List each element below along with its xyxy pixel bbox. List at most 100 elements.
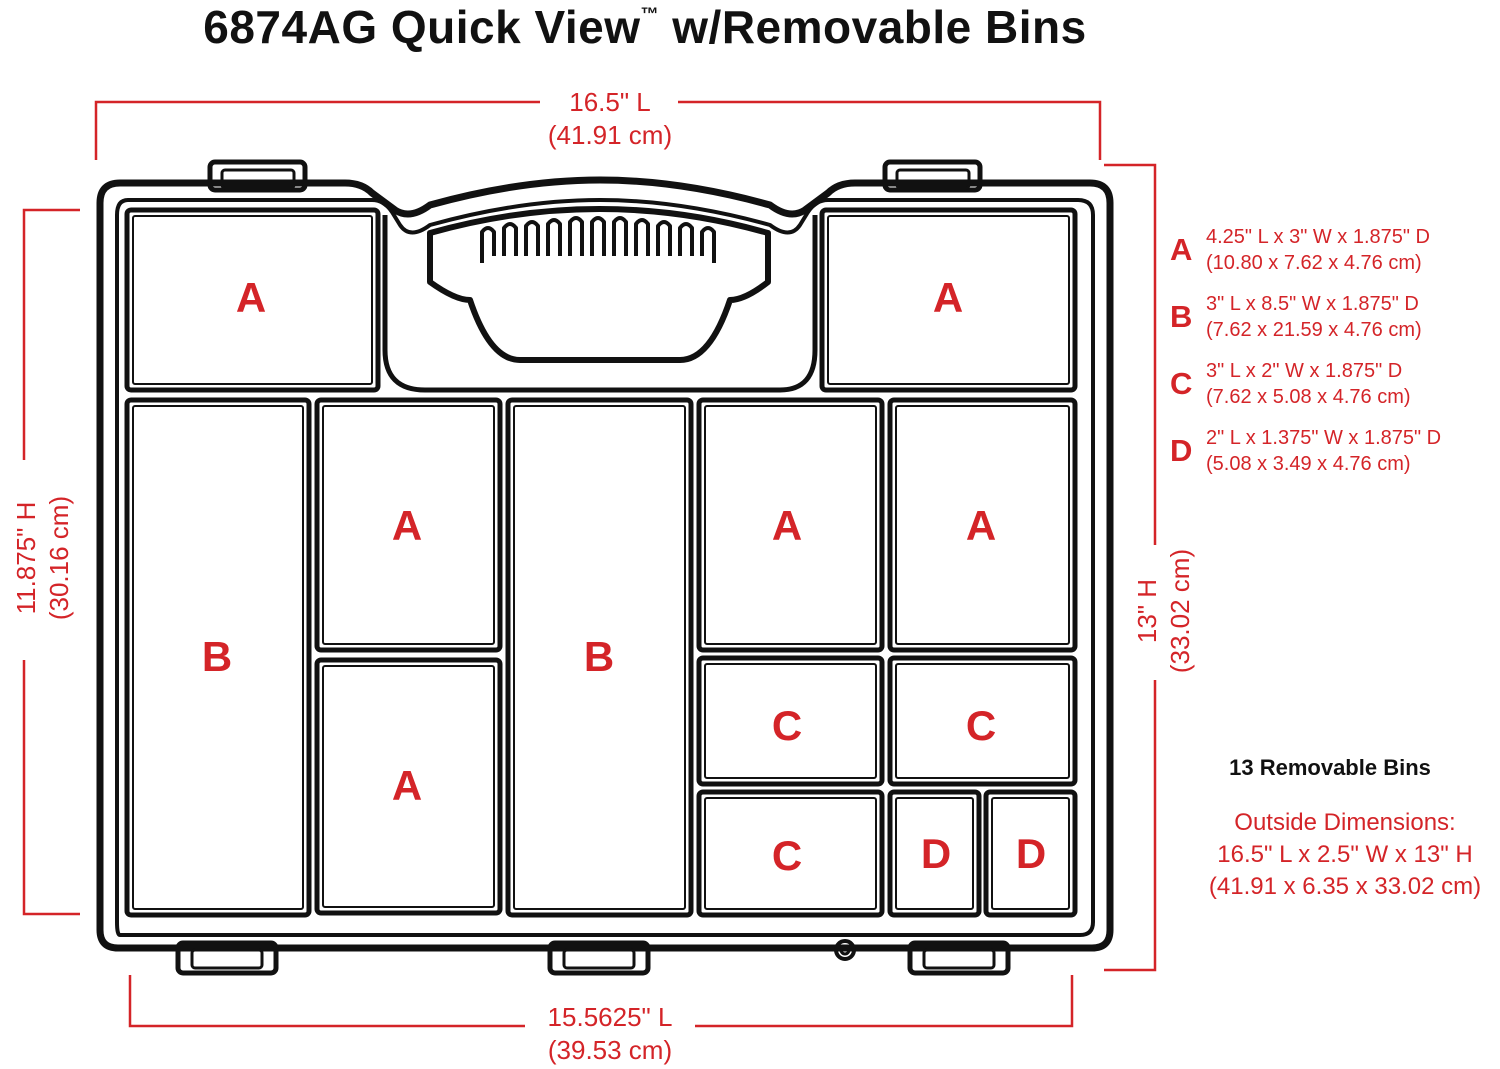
- trademark-symbol: ™: [640, 4, 659, 24]
- bin-label: A: [236, 274, 266, 321]
- title-rest: w/Removable Bins: [658, 1, 1087, 53]
- case-outer-shell: [96, 176, 1114, 952]
- outside-dimensions: Outside Dimensions: 16.5" L x 2.5" W x 1…: [1190, 807, 1500, 903]
- outside-dimensions-cm: (41.91 x 6.35 x 33.02 cm): [1208, 873, 1482, 900]
- right-height-label: 13" H (33.02 cm): [1131, 511, 1197, 711]
- handle-grip: [427, 206, 771, 363]
- bottom-length-label: 15.5625" L (39.53 cm): [510, 1001, 710, 1067]
- legend-line1: 2" L x 1.375" W x 1.875" D: [1206, 427, 1442, 449]
- bin-c-1: [696, 655, 885, 787]
- bin-c-1-inner: [704, 663, 877, 779]
- bin-a-top-left-inner: [132, 215, 373, 385]
- bin-a-top-right: [819, 207, 1078, 393]
- bottom-latch-right: [907, 940, 1011, 976]
- bin-a-right-2-inner: [895, 405, 1070, 645]
- bottom-dim-line-left: [128, 975, 525, 1028]
- bin-label: A: [966, 502, 996, 549]
- right-dim-line-top: [1104, 163, 1157, 545]
- legend-text: 4.25" L x 3" W x 1.875" D (10.80 x 7.62 x…: [1206, 224, 1430, 276]
- bottom-latch-right-inner: [922, 948, 996, 970]
- bin-a-mid-left-lower-inner: [322, 665, 495, 908]
- top-dim-line-left: [94, 100, 540, 160]
- top-length-cm: (41.91 cm): [547, 120, 673, 150]
- case-inner-rim: [115, 198, 1095, 937]
- left-height-in: 11.875" H: [11, 501, 41, 615]
- bins-count: 13 Removable Bins: [1229, 755, 1431, 780]
- left-dim-line-top: [22, 208, 80, 460]
- bin-a-top-right-inner: [827, 215, 1070, 385]
- bin-b-left: [124, 397, 312, 918]
- bin-a-mid-left-lower: [314, 657, 503, 916]
- case: [96, 159, 1114, 976]
- top-latch-right-inner: [895, 168, 971, 190]
- bin-c-2: [887, 655, 1078, 787]
- bin-label: D: [1016, 830, 1046, 877]
- left-height-label: 11.875" H (30.16 cm): [10, 458, 76, 658]
- legend-line2: (10.80 x 7.62 x 4.76 cm): [1206, 252, 1422, 274]
- top-latch-left-inner: [220, 168, 296, 190]
- legend-line2: (5.08 x 3.49 x 4.76 cm): [1206, 453, 1411, 475]
- hinge-hole-inner: [839, 944, 851, 956]
- bin-a-mid-left-upper: [314, 397, 503, 653]
- legend-line2: (7.62 x 5.08 x 4.76 cm): [1206, 386, 1411, 408]
- outside-dimensions-label: Outside Dimensions:: [1234, 809, 1456, 836]
- bin-labels: A A B A A B A A C C C D D: [202, 274, 1046, 879]
- bin-b-center: [505, 397, 694, 918]
- bin-a-right-2: [887, 397, 1078, 653]
- legend-text: 2" L x 1.375" W x 1.875" D (5.08 x 3.49 x…: [1206, 425, 1441, 477]
- bin-d-2-inner: [991, 797, 1070, 910]
- legend-text: 3" L x 2" W x 1.875" D (7.62 x 5.08 x 4.7…: [1206, 358, 1411, 410]
- legend-line1: 3" L x 2" W x 1.875" D: [1206, 360, 1403, 382]
- outside-dimensions-in: 16.5" L x 2.5" W x 13" H: [1217, 841, 1473, 868]
- left-dim-line-bottom: [22, 660, 80, 916]
- right-height-cm: (33.02 cm): [1165, 548, 1195, 674]
- legend-letter: B: [1170, 299, 1193, 334]
- bin-label: A: [392, 762, 422, 809]
- right-height-in: 13" H: [1132, 578, 1162, 644]
- bin-inner-lines: [132, 215, 1070, 910]
- bin-label: D: [921, 830, 951, 877]
- handle-grip-ridges: [480, 216, 716, 263]
- top-length-label: 16.5" L (41.91 cm): [510, 86, 710, 152]
- bottom-latch-center: [547, 940, 651, 976]
- legend-line1: 4.25" L x 3" W x 1.875" D: [1206, 226, 1430, 248]
- top-latch-left: [207, 159, 308, 193]
- bin-label: A: [772, 502, 802, 549]
- legend-letter: A: [1170, 232, 1193, 267]
- bin-label: B: [584, 633, 614, 680]
- bin-a-mid-left-upper-inner: [322, 405, 495, 645]
- bin-label: A: [392, 502, 422, 549]
- bin-b-left-inner: [132, 405, 304, 910]
- bin-label: A: [933, 274, 963, 321]
- bins: [124, 207, 1078, 918]
- hinge-hole: [834, 939, 856, 961]
- bin-c-3: [696, 789, 885, 918]
- legend-text: 3" L x 8.5" W x 1.875" D (7.62 x 21.59 x …: [1206, 291, 1422, 343]
- page-title: 6874AG Quick View™ w/Removable Bins: [0, 0, 1290, 54]
- bin-d-1: [887, 789, 982, 918]
- bin-d-1-inner: [895, 797, 974, 910]
- top-length-in: 16.5" L: [569, 87, 651, 117]
- bin-label: B: [202, 633, 232, 680]
- left-height-cm: (30.16 cm): [44, 495, 74, 621]
- handle-outline: [382, 215, 818, 393]
- bin-label: C: [966, 702, 996, 749]
- bin-c-3-inner: [704, 797, 877, 910]
- dimension-lines: [22, 100, 1157, 1028]
- legend-letter: D: [1170, 433, 1193, 468]
- bin-c-2-inner: [895, 663, 1070, 779]
- right-dim-line-bottom: [1104, 680, 1157, 972]
- bin-b-center-inner: [513, 405, 686, 910]
- bottom-length-cm: (39.53 cm): [547, 1035, 673, 1065]
- top-dim-line-right: [678, 100, 1102, 160]
- bottom-latch-left: [175, 940, 279, 976]
- title-main: 6874AG Quick View: [203, 1, 641, 53]
- bottom-latch-left-inner: [190, 948, 264, 970]
- bin-label: C: [772, 832, 802, 879]
- bottom-dim-line-right: [695, 975, 1074, 1028]
- bin-a-right-1-inner: [704, 405, 877, 645]
- legend-line2: (7.62 x 21.59 x 4.76 cm): [1206, 319, 1422, 341]
- bin-a-top-left: [124, 207, 381, 393]
- legend-line1: 3" L x 8.5" W x 1.875" D: [1206, 293, 1419, 315]
